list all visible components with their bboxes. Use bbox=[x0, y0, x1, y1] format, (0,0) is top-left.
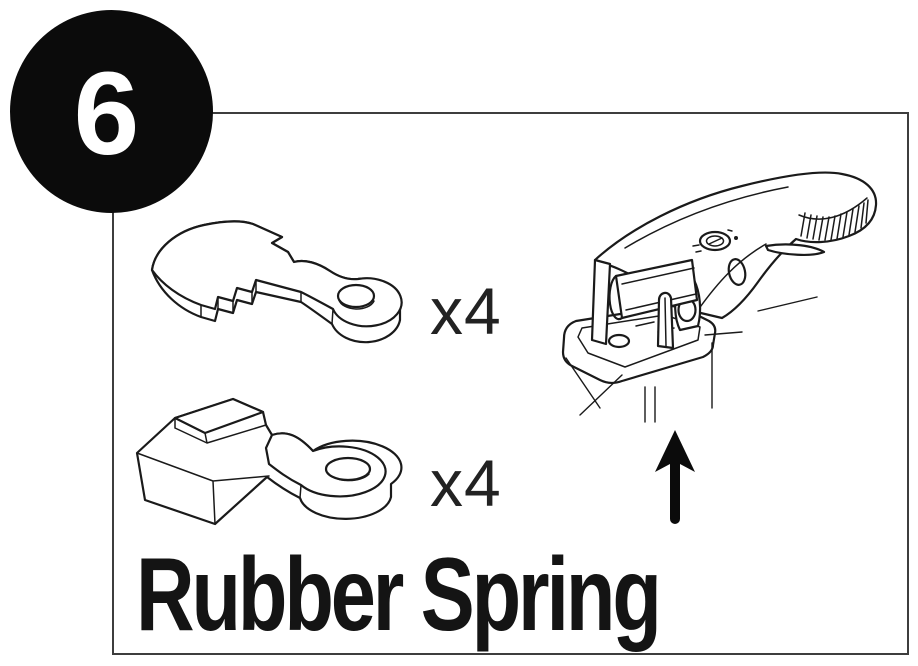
rubber-spring-flat-part-icon bbox=[150, 220, 403, 344]
part-quantity-label: x4 bbox=[430, 446, 502, 520]
part-quantity-label: x4 bbox=[430, 274, 502, 348]
clamp-handle-assembly-icon bbox=[561, 171, 878, 423]
rubber-spring-block-part-icon bbox=[135, 397, 403, 526]
step-number-badge: 6 bbox=[10, 10, 213, 213]
step-number: 6 bbox=[73, 47, 140, 180]
part-title: Rubber Spring bbox=[136, 537, 662, 653]
arrow-up-icon bbox=[655, 430, 695, 524]
